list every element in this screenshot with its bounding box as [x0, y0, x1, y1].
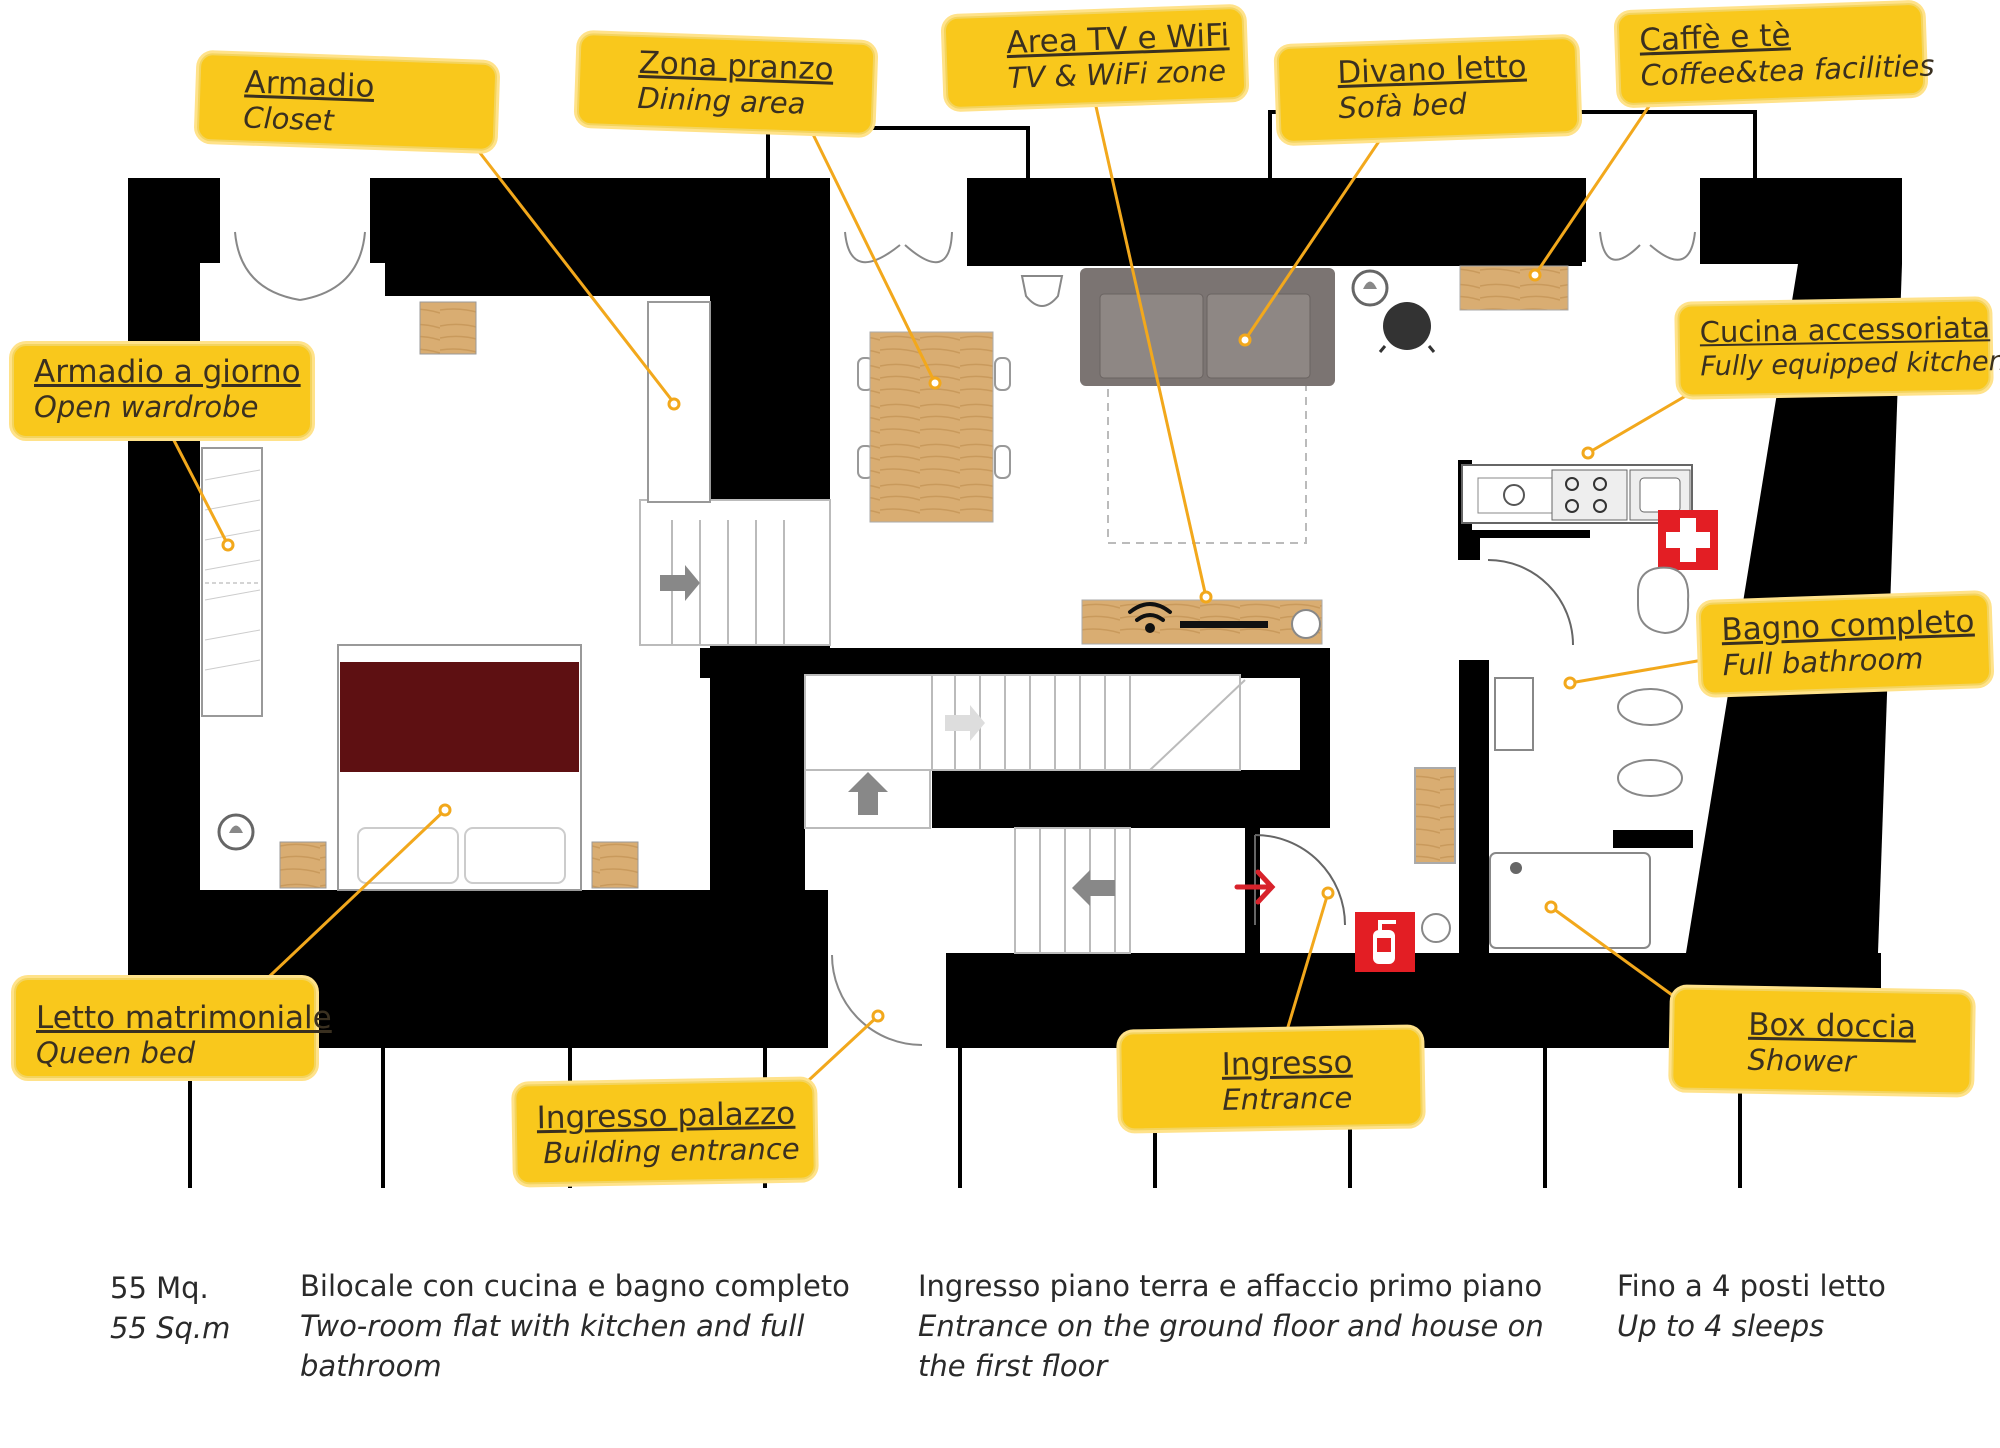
- first-aid-icon: [1658, 510, 1718, 570]
- label-it: Ingresso palazzo: [536, 1095, 796, 1137]
- bedroom-furniture: [201, 301, 711, 891]
- callout-coffee-tea: Caffè e tè Coffee&tea facilities: [1616, 2, 1935, 106]
- kitchen: [1461, 464, 1693, 524]
- callout-queen-bed: Letto matrimoniale Queen bed: [14, 978, 332, 1078]
- label-it: Ingresso: [1221, 1044, 1353, 1083]
- label-en: Queen bed: [36, 1036, 196, 1070]
- label-en: Entrance: [1222, 1080, 1353, 1117]
- bed-cover: [340, 662, 579, 772]
- callout-building-entrance: Ingresso palazzo Building entrance: [514, 1079, 816, 1185]
- footer-area-en: 55 Sq.m: [110, 1311, 231, 1345]
- callout-closet: Armadio Closet: [196, 52, 498, 152]
- fire-extinguisher-icon: [1355, 912, 1415, 972]
- footer-sleeps-en: Up to 4 sleeps: [1617, 1309, 1825, 1343]
- label-it: Cucina accessoriata: [1699, 310, 1991, 350]
- lamp-icon: [217, 813, 255, 851]
- callout-kitchen: Cucina accessoriata Fully equipped kitch…: [1677, 299, 2000, 397]
- stairs-arrow-icon: [1072, 870, 1115, 906]
- label-en: Full bathroom: [1722, 641, 1924, 683]
- footer-flat-type: Bilocale con cucina e bagno completo Two…: [300, 1266, 880, 1386]
- callout-shower: Box doccia Shower: [1671, 987, 1973, 1095]
- footer-flat-type-en: Two-room flat with kitchen and full bath…: [300, 1309, 805, 1383]
- label-en: Shower: [1747, 1042, 1856, 1079]
- callout-entrance: Ingresso Entrance: [1119, 1027, 1423, 1131]
- label-it: Letto matrimoniale: [36, 1000, 332, 1036]
- footer-area: 55 Mq. 55 Sq.m: [110, 1268, 290, 1348]
- leader-points: [221, 268, 1595, 1023]
- footer-sleeps: Fino a 4 posti letto Up to 4 sleeps: [1617, 1266, 1977, 1346]
- stairs: [639, 499, 1246, 954]
- doors: [234, 231, 1696, 1046]
- callout-dining-area: Zona pranzo Dining area: [576, 32, 876, 136]
- wifi-icon: [1128, 602, 1172, 633]
- label-it: Armadio a giorno: [34, 354, 301, 390]
- coffee-counter: [1459, 265, 1569, 311]
- callout-open-wardrobe: Armadio a giorno Open wardrobe: [12, 344, 312, 438]
- label-en: Building entrance: [543, 1131, 800, 1171]
- callout-sofa-bed: Divano letto Sofà bed: [1276, 36, 1580, 144]
- footer-access-it: Ingresso piano terra e affaccio primo pi…: [918, 1269, 1543, 1303]
- living-furniture: [857, 265, 1569, 645]
- footer-access-en: Entrance on the ground floor and house o…: [918, 1309, 1544, 1383]
- bathroom: [1414, 566, 1690, 949]
- footer-sleeps-it: Fino a 4 posti letto: [1617, 1269, 1886, 1303]
- label-it: Box doccia: [1747, 1006, 1917, 1046]
- lamp-icon: [1351, 269, 1389, 307]
- stairs-arrow-icon: [660, 565, 700, 601]
- footer-flat-type-it: Bilocale con cucina e bagno completo: [300, 1269, 850, 1303]
- callout-bathroom: Bagno completo Full bathroom: [1698, 592, 1992, 696]
- dining-table: [869, 331, 994, 523]
- footer-area-it: 55 Mq.: [110, 1271, 209, 1305]
- stairs-arrow-icon: [945, 705, 985, 741]
- footer-access: Ingresso piano terra e affaccio primo pi…: [918, 1266, 1578, 1386]
- leader-lines: [163, 89, 1731, 1095]
- callout-tv-wifi: Area TV e WiFi TV & WiFi zone: [943, 6, 1247, 110]
- label-en: Fully equipped kitchen: [1700, 346, 2000, 383]
- entrance-arrow-icon: [1234, 869, 1276, 905]
- label-en: Open wardrobe: [34, 390, 259, 424]
- stairs-arrow-icon: [848, 772, 888, 815]
